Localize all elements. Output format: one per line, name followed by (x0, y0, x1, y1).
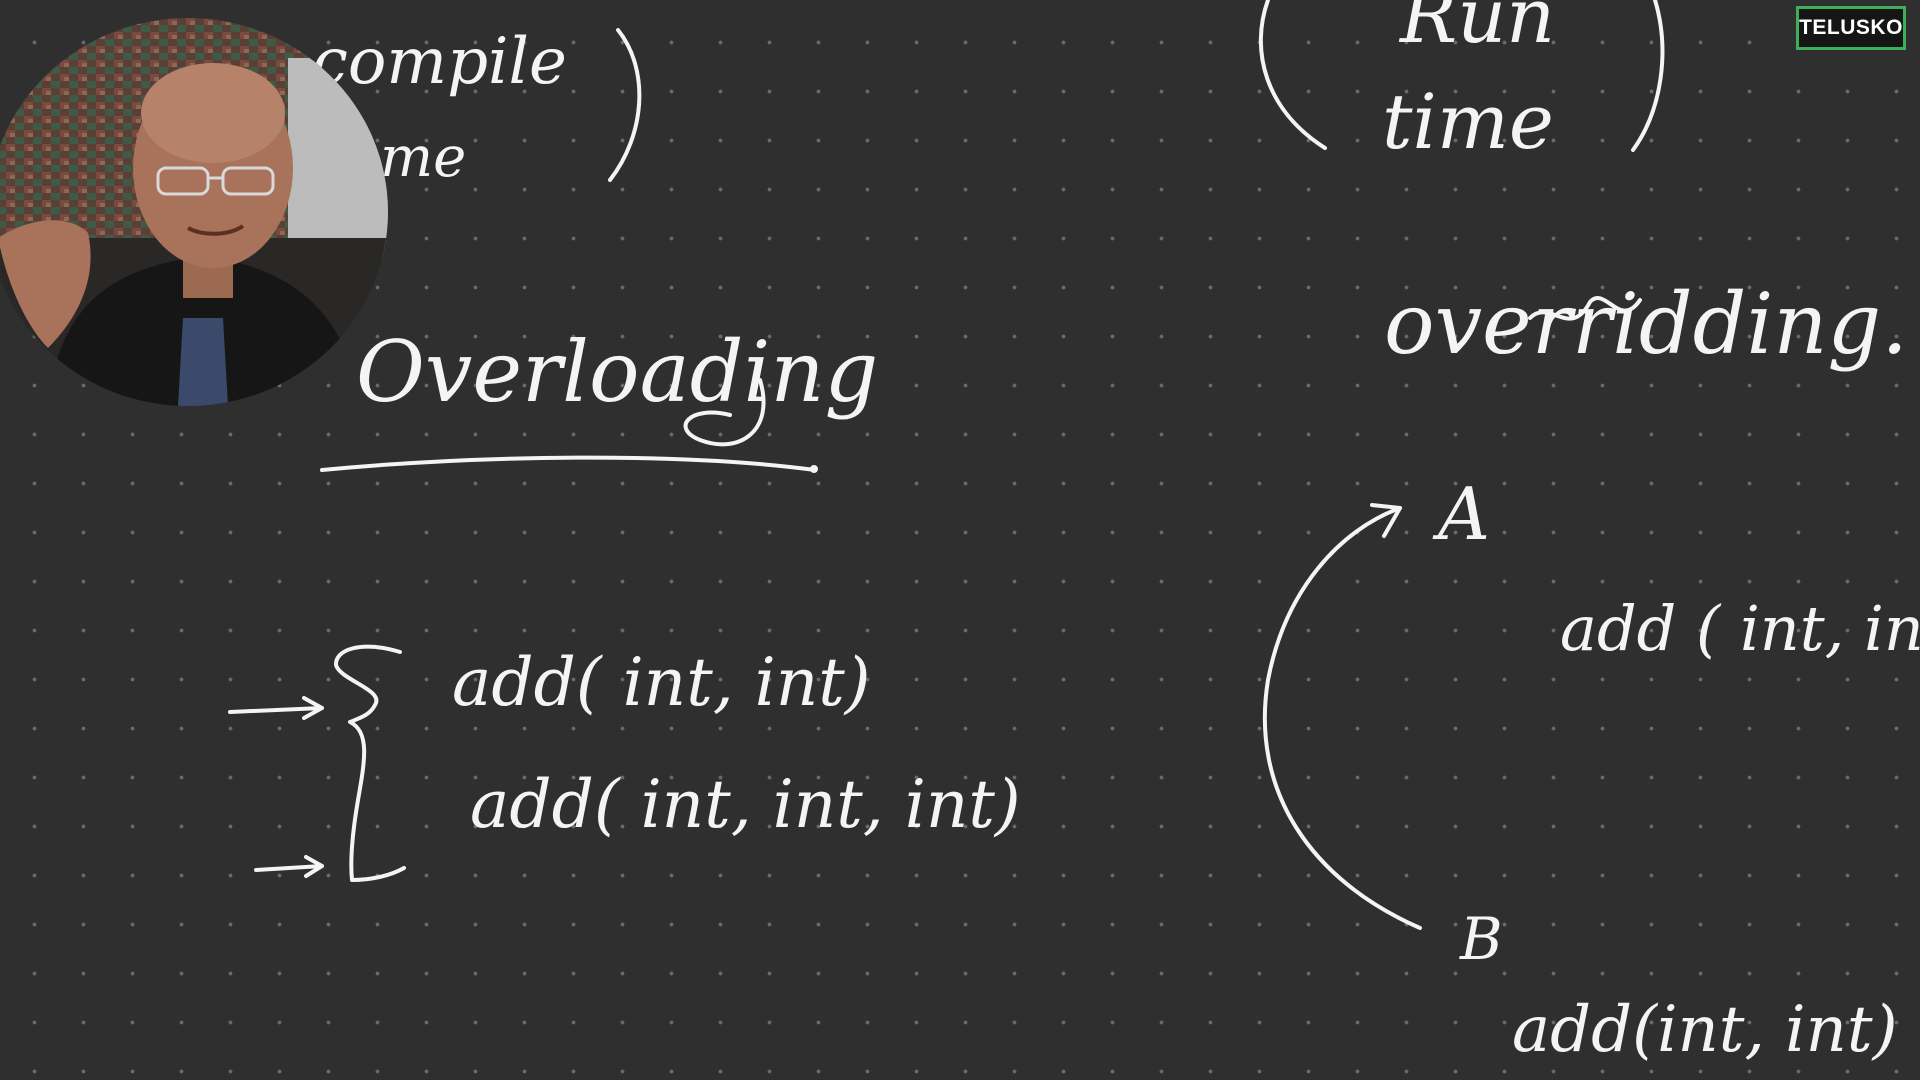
presenter-webcam (0, 18, 388, 406)
arrow-to-second-method (254, 855, 324, 878)
class-a-method: add ( int, int) (1560, 592, 1920, 665)
overloading-underline (320, 455, 817, 472)
run-time-close-paren (1631, 0, 1665, 152)
run-time-label-line1: Run (1400, 0, 1556, 60)
presenter-icon (0, 18, 388, 406)
run-time-label-line2: time (1382, 77, 1554, 166)
class-b-method: add(int, int) (1512, 993, 1898, 1067)
overriding-scribble (1528, 296, 1642, 321)
compile-time-label-line1: compile (312, 25, 567, 99)
overloaded-method-2: add( int, int, int) (470, 766, 1021, 843)
overloaded-method-1: add( int, int) (452, 644, 871, 721)
class-b-label: B (1460, 905, 1503, 973)
compile-time-label-line2: me (380, 125, 467, 190)
inheritance-arc (1262, 506, 1422, 930)
underline-dot (810, 465, 818, 473)
class-a-label: A (1438, 472, 1490, 556)
inheritance-arrowhead (1370, 503, 1402, 538)
overloading-heading: Overloading (356, 323, 879, 421)
overriding-heading: overridding. (1384, 275, 1908, 373)
overloading-g-tail (683, 378, 766, 447)
telusko-logo: TELUSKO (1796, 6, 1906, 50)
run-time-open-paren (1258, 0, 1327, 150)
method-group-brace (334, 644, 406, 882)
arrow-to-first-method (228, 696, 324, 720)
compile-time-close-paren (608, 28, 642, 182)
